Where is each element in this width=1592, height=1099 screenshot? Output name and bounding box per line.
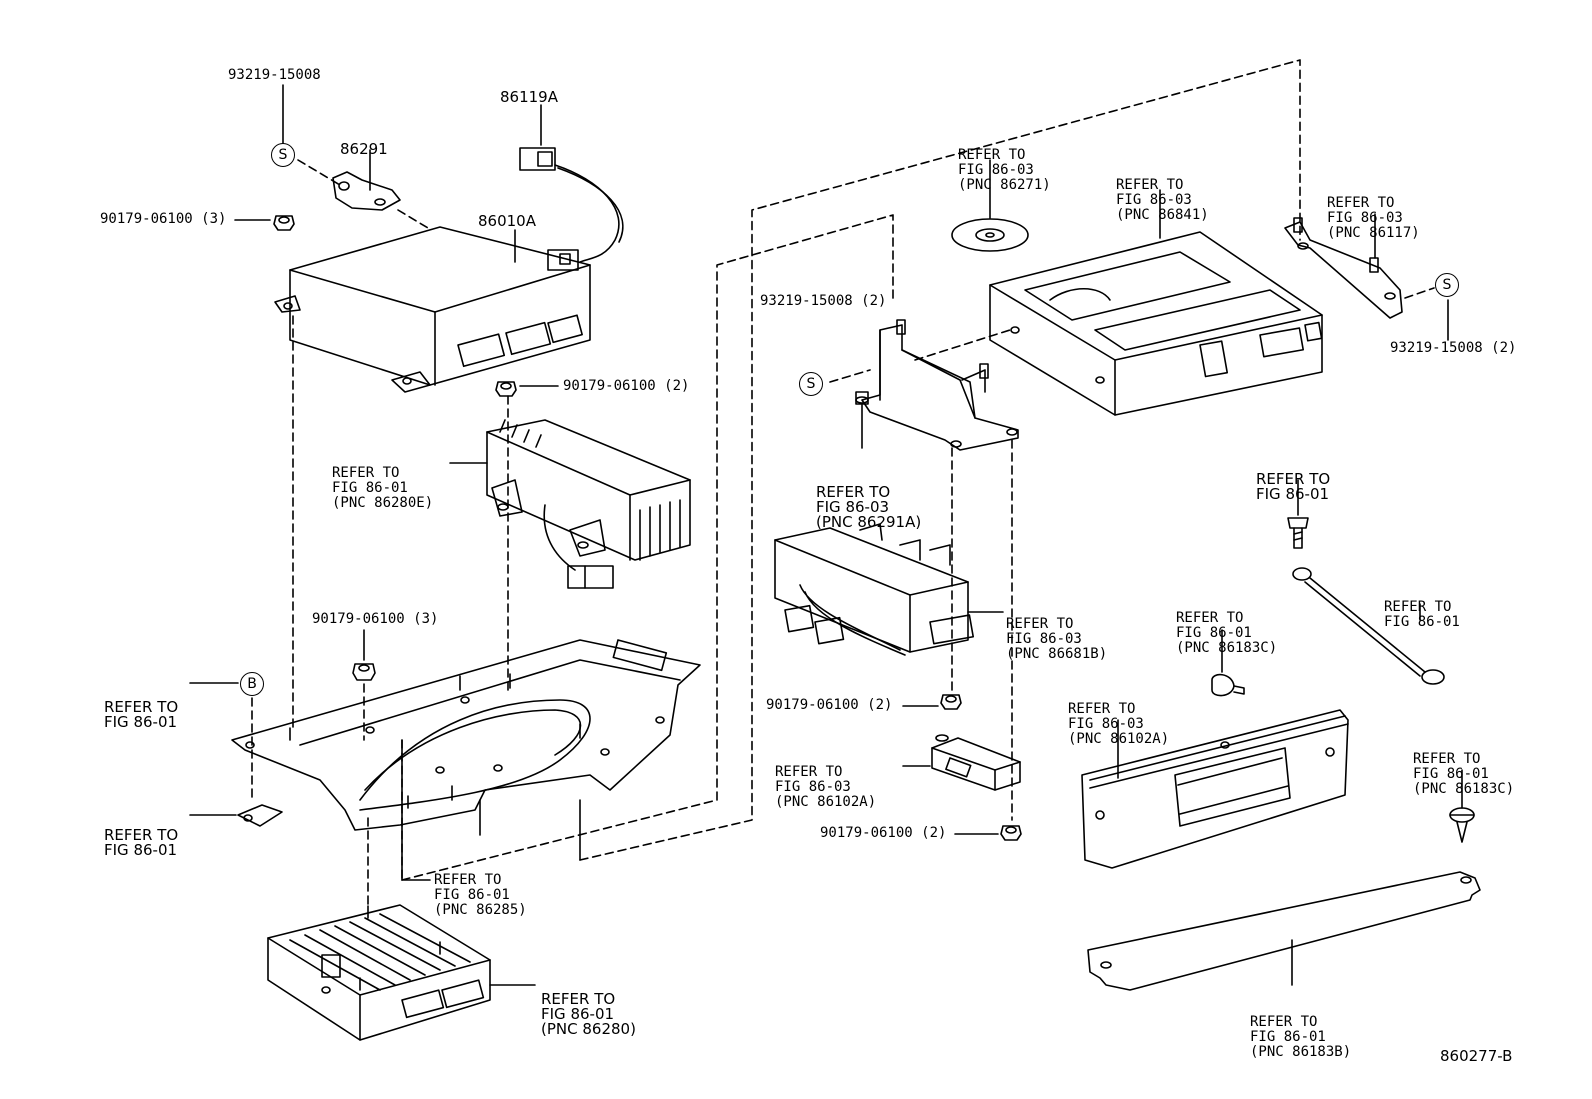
nut-90179-mid — [495, 381, 559, 397]
disc-86271-part — [951, 159, 1029, 252]
part-number-90179-3-low: 90179-06100 (3) — [312, 611, 439, 627]
diagram-id: 860277-B — [1440, 1047, 1513, 1065]
clip-86183C-right-part — [1449, 769, 1475, 843]
plate-86183B-part — [1087, 871, 1481, 991]
changer-86841-part — [989, 189, 1323, 416]
part-number-90179-3-top: 90179-06100 (3) — [100, 211, 227, 227]
amplifier-86280-part — [267, 904, 536, 1041]
nut-90179-a — [902, 694, 962, 710]
bracket-86291-part — [332, 149, 401, 211]
s-marker-right: S — [1435, 273, 1459, 297]
dash-route-2 — [401, 214, 894, 881]
part-number-93219-top: 93219-15008 — [228, 67, 321, 83]
module-86681B-part — [774, 523, 1004, 656]
dash-bracket-unit — [397, 209, 429, 229]
part-number-90179-2-a: 90179-06100 (2) — [766, 697, 893, 713]
amplifier-86280E-part — [449, 419, 691, 589]
dash-s-right — [1404, 287, 1435, 299]
unit-86010A-part — [274, 226, 591, 393]
nut-90179-top — [234, 215, 295, 231]
part-number-93219-2-right: 93219-15008 (2) — [1390, 340, 1517, 356]
frame-86285-part — [231, 639, 701, 881]
clip-86183C-mid-part — [1211, 629, 1245, 697]
bracket-86291A-part — [855, 319, 1019, 451]
panel-86102A-part — [1081, 709, 1349, 869]
dash-route-1 — [579, 59, 1301, 861]
part-number-86291: 86291 — [340, 140, 388, 158]
part-number-90179-2-b: 90179-06100 (2) — [820, 825, 947, 841]
dash-bracket-changer — [914, 329, 1011, 361]
part-number-86119A: 86119A — [500, 88, 558, 106]
part-number-90179-2-mid: 90179-06100 (2) — [563, 378, 690, 394]
clip-part — [189, 682, 283, 827]
part-number-86010A: 86010A — [478, 212, 536, 230]
part-number-93219-2-left: 93219-15008 (2) — [760, 293, 887, 309]
bolt-part — [1287, 479, 1309, 549]
s-marker-top-left: S — [271, 143, 295, 167]
bracket-86117-part — [1284, 213, 1403, 319]
b-marker: B — [240, 672, 264, 696]
dash-s-left — [829, 369, 871, 383]
s-marker-mid: S — [799, 372, 823, 396]
nut-90179-b — [954, 825, 1022, 841]
ground-wire-part — [1292, 567, 1445, 685]
harness-86119A-part — [519, 104, 624, 271]
module-86102A-small-part — [902, 734, 1021, 791]
nut-90179-low — [352, 629, 376, 741]
